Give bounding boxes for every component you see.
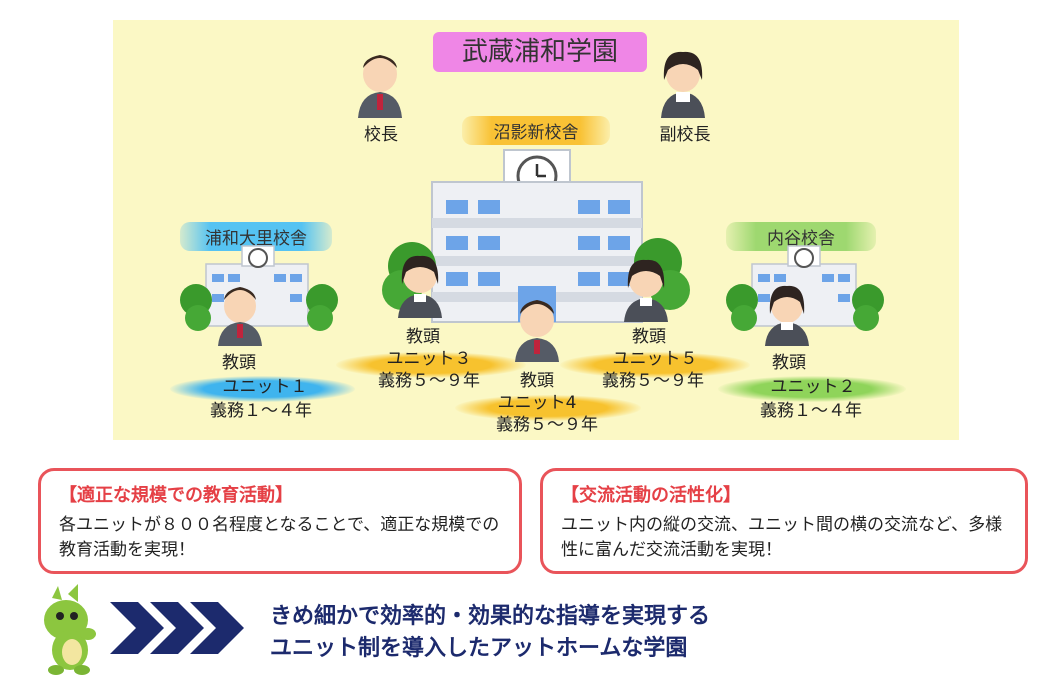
card-body: 各ユニットが８００名程度となることで、適正な規模での教育活動を実現！ <box>59 515 500 560</box>
unit5-grades: 義務５～９年 <box>602 371 704 391</box>
card-body: ユニット内の縦の交流、ユニット間の横の交流など、多様性に富んだ交流活動を実現！ <box>561 515 1003 560</box>
appropriate-scale-card: 【適正な規模での教育活動】 各ユニットが８００名程度となることで、適正な規模での… <box>38 468 522 574</box>
right-campus-label: 内谷校舎 <box>726 222 876 251</box>
exchange-activity-card: 【交流活動の活性化】 ユニット内の縦の交流、ユニット間の横の交流など、多様性に富… <box>540 468 1028 574</box>
unit3-head-person-icon <box>398 255 442 318</box>
unit4-head-person-icon <box>515 300 559 362</box>
summary-line-1: きめ細かで効率的・効果的な指導を実現する <box>270 604 711 629</box>
unit2-grades: 義務１～４年 <box>760 401 862 421</box>
unit3-role: 教頭 <box>406 327 440 347</box>
unit1-head-person-icon <box>218 287 262 346</box>
chevron-arrows-icon <box>110 602 244 654</box>
unit1-name: ユニット１ <box>222 377 308 397</box>
unit4-grades: 義務５～９年 <box>496 415 598 435</box>
card-title: 【適正な規模での教育活動】 <box>59 485 293 506</box>
principal-label: 校長 <box>364 125 398 145</box>
unit2-ellipse <box>718 376 906 402</box>
card-title: 【交流活動の活性化】 <box>561 485 741 506</box>
unit2-head-person-icon <box>765 285 809 346</box>
dragon-mascot-icon <box>44 584 96 675</box>
vice-principal-label: 副校長 <box>659 125 711 145</box>
summary-line-2: ユニット制を導入したアットホームな学園 <box>270 636 688 661</box>
unit3-ellipse <box>336 352 526 378</box>
right-school-building-icon <box>726 245 884 331</box>
vice-principal-person-icon <box>661 51 705 118</box>
unit1-grades: 義務１～４年 <box>210 401 312 421</box>
unit2-name: ユニット２ <box>770 377 856 397</box>
unit5-ellipse <box>560 352 750 378</box>
main-school-building-icon <box>431 149 643 323</box>
unit5-name: ユニット５ <box>612 349 698 369</box>
left-school-building-icon <box>180 245 338 331</box>
main-campus-label: 沼影新校舎 <box>462 116 610 145</box>
unit3-grades: 義務５～９年 <box>378 371 480 391</box>
school-title: 武蔵浦和学園 <box>433 32 647 72</box>
unit4-name: ユニット4 <box>497 393 577 413</box>
unit5-head-person-icon <box>624 259 668 322</box>
unit3-name: ユニット３ <box>386 349 472 369</box>
unit4-ellipse <box>455 395 641 421</box>
principal-person-icon <box>358 55 402 118</box>
unit2-role: 教頭 <box>772 353 806 373</box>
unit4-role: 教頭 <box>520 371 554 391</box>
unit1-role: 教頭 <box>222 353 256 373</box>
unit5-role: 教頭 <box>632 327 666 347</box>
unit1-ellipse <box>170 376 355 402</box>
